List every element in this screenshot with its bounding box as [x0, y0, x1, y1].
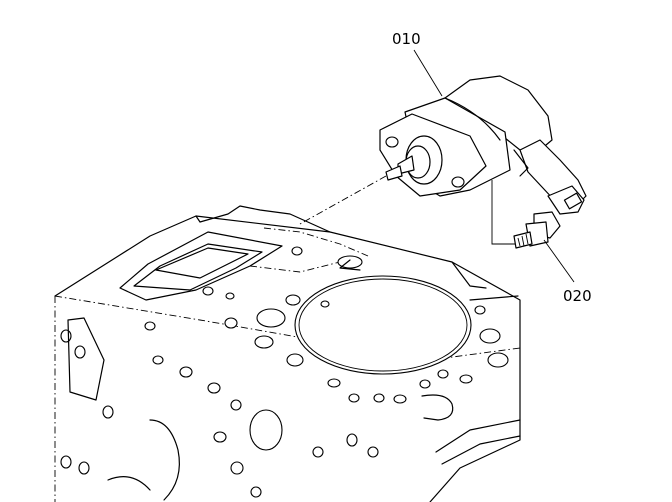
- engine-block-drawing: [54, 205, 521, 502]
- assembly-lines: [299, 175, 516, 245]
- callout-020: 020: [563, 287, 592, 305]
- leader-lines: [413, 49, 575, 283]
- leader-line-010: [413, 49, 443, 97]
- cylinder-bore: [294, 275, 472, 375]
- leader-line-020: [543, 239, 575, 283]
- callout-010: 010: [392, 30, 421, 48]
- solenoid-assembly-icon: [379, 75, 587, 215]
- banjo-bolt-icon: [513, 211, 561, 249]
